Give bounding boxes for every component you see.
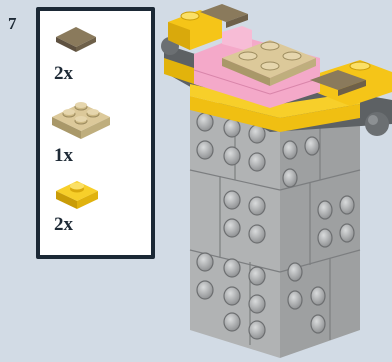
assembled-model-illustration <box>160 0 392 358</box>
dark-tan-tile-icon <box>54 25 98 57</box>
yellow-plate-icon <box>54 175 100 215</box>
part-quantity-2: 1x <box>54 145 73 166</box>
tan-plate-icon <box>50 95 112 145</box>
parts-list-panel: 2x 1x <box>36 7 155 259</box>
part-quantity-1: 2x <box>54 63 73 84</box>
step-number: 7 <box>8 14 17 33</box>
part-quantity-3: 2x <box>54 214 73 235</box>
